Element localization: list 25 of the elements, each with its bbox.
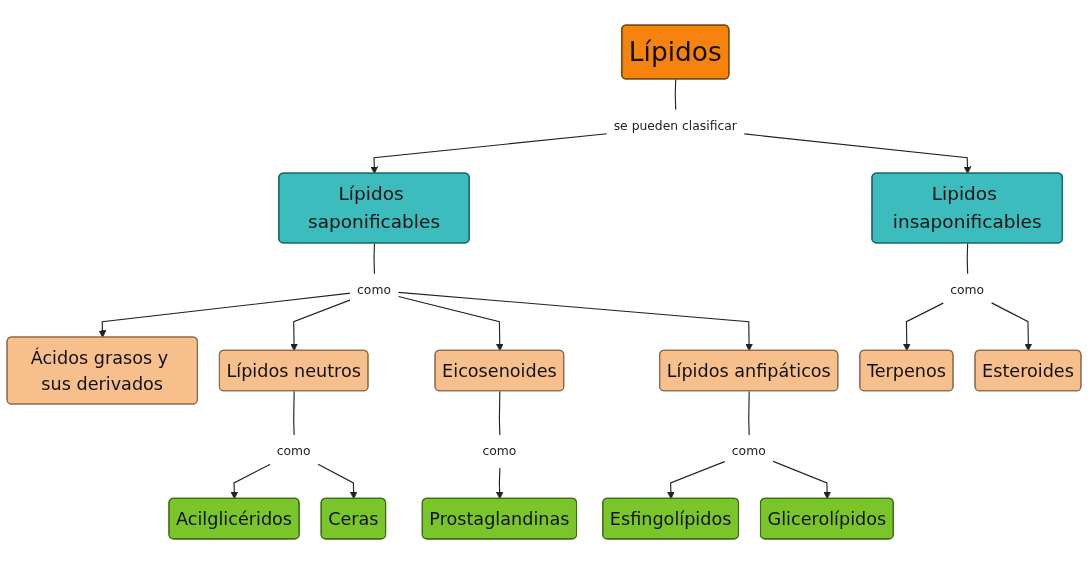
connector — [966, 242, 969, 275]
connector — [674, 78, 677, 111]
node-text: como — [357, 282, 391, 297]
arrow — [290, 299, 352, 352]
arrow — [397, 295, 504, 352]
arrow — [495, 467, 504, 500]
connector — [373, 242, 376, 275]
node-text: como — [731, 443, 766, 458]
connector — [498, 390, 501, 436]
arrow — [772, 460, 831, 500]
node-text: como — [276, 443, 311, 458]
arrow — [397, 291, 753, 352]
arrow — [370, 133, 608, 174]
connector — [293, 390, 295, 436]
node-text: se pueden clasificar — [613, 118, 737, 133]
arrow — [667, 460, 726, 500]
arrow — [991, 302, 1033, 352]
arrow — [230, 463, 271, 500]
arrow — [743, 133, 972, 174]
arrow — [98, 292, 352, 338]
node-text: como — [482, 443, 517, 458]
node-text: como — [950, 282, 985, 297]
arrow — [317, 463, 358, 500]
arrow — [902, 302, 945, 352]
connector — [748, 390, 750, 436]
